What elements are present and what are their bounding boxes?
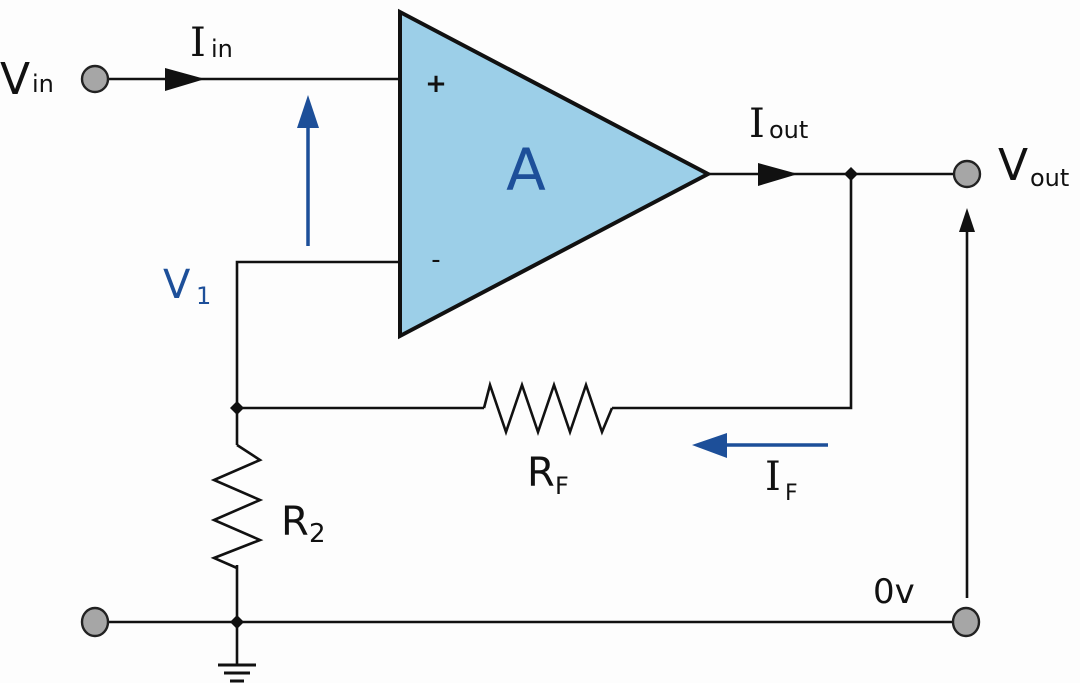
svg-text:V: V [163,262,191,308]
v1-label: V 1 [163,262,211,310]
vout-label: V out [998,140,1069,192]
svg-text:1: 1 [196,282,211,310]
svg-text:F: F [785,481,798,506]
iin-arrow-icon [165,68,205,91]
if-label: I F [765,454,798,506]
ground-terminal-left[interactable] [80,606,110,638]
zero-volt-label: 0v [873,572,915,612]
minus-input-label: - [431,245,440,275]
feedback-junction-dot [230,401,244,415]
svg-text:out: out [769,116,808,144]
svg-text:V: V [0,54,30,105]
iin-label: I in [190,20,233,66]
svg-text:R: R [527,450,555,496]
vout-terminal[interactable] [952,159,982,189]
svg-text:I: I [765,454,781,500]
svg-text:2: 2 [309,519,326,549]
svg-text:out: out [1030,164,1069,192]
opamp-triangle [398,8,713,340]
r2-resistor [210,443,264,570]
inverting-input-wire [235,260,400,622]
ground-terminal-right[interactable] [951,606,981,638]
svg-text:in: in [32,70,54,98]
vin-terminal[interactable] [80,64,110,94]
rf-resistor [482,380,614,437]
vin-label: V in [0,54,54,105]
iout-label: I out [749,101,808,147]
feedback-wire-right [612,174,853,410]
svg-text:V: V [998,140,1028,191]
rf-label: R F [527,450,569,500]
plus-input-label: + [425,69,447,99]
ground-icon [218,663,256,683]
svg-text:I: I [190,20,206,66]
if-arrow-icon [692,433,727,458]
svg-text:I: I [749,101,765,147]
vout-arrow-icon [959,208,975,232]
iout-arrow-icon [758,163,798,186]
v1-arrow-icon [297,95,319,128]
svg-text:in: in [211,35,233,63]
svg-text:R: R [281,499,309,545]
svg-text:F: F [555,472,569,500]
amplifier-label: A [506,136,546,204]
r2-label: R 2 [281,499,326,549]
